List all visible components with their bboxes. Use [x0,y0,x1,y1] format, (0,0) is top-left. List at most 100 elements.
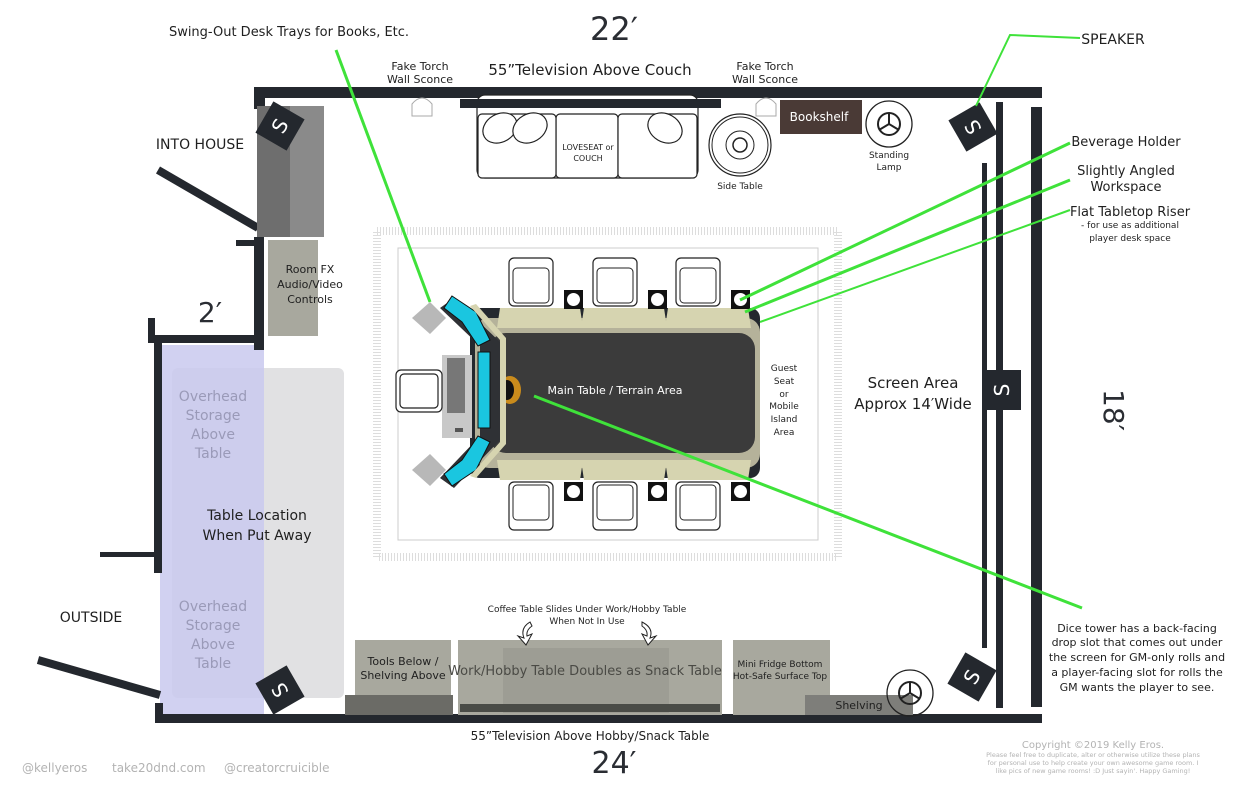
label-screen: Screen Area [868,374,959,392]
label-riser-3: player desk space [1089,234,1171,244]
couch[interactable] [476,94,699,179]
label-dice-4: a player-facing slot for rolls the [1051,666,1223,679]
label-angled-2: Workspace [1090,180,1161,195]
wall-alcove-vertical [254,237,264,350]
labels: Swing-Out Desk Trays for Books, Etc. 22′… [60,10,1225,781]
footer: @kellyeros take20dnd.com @creatorcruicib… [22,740,1201,775]
player-chair[interactable] [675,257,721,307]
arrow-down-left-icon [516,621,534,646]
label-guest-3: or [779,390,789,400]
label-overhead-bottom: Overhead [179,599,247,615]
label-speaker: SPEAKER [1081,32,1145,48]
beverage-holder[interactable] [648,482,667,501]
main-table[interactable] [470,308,760,480]
speaker-bottom-left[interactable]: S [255,665,305,715]
door-into-house[interactable] [155,166,261,232]
label-beverage: Beverage Holder [1071,135,1181,150]
label-guest-5: Island [771,415,798,425]
label-overhead-bottom-4: Table [194,656,231,672]
player-chair[interactable] [592,481,638,531]
label-bookshelf: Bookshelf [790,110,849,124]
label-guest-6: Area [774,428,795,438]
coffee-table-slot [503,648,669,713]
gm-monitor-center [477,351,491,429]
label-lamp: Standing [869,151,909,161]
arrow-down-right-icon [640,621,658,646]
footer-site-link[interactable]: take20dnd.com [112,761,206,775]
label-room-fx-3: Controls [287,293,333,306]
swing-out-tray-bottom[interactable] [412,454,446,486]
label-overhead-top-2: Storage [186,408,241,424]
speaker-screen[interactable]: S [983,370,1021,410]
tv-above-hobby [460,704,720,712]
label-fridge-2: Hot-Safe Surface Top [733,672,827,682]
label-overhead-bottom-3: Above [191,637,235,653]
label-into-house: INTO HOUSE [156,137,244,153]
footer-handle-creatorcruicible[interactable]: @creatorcruicible [224,761,329,775]
label-couch-2: COUCH [573,154,602,163]
shelving-bottom-right[interactable] [805,695,913,715]
label-guest-4: Mobile [769,402,799,412]
speaker-top-left[interactable]: S [255,101,305,151]
swing-out-tray-top[interactable] [412,302,446,334]
player-chair[interactable] [675,481,721,531]
label-riser: Flat Tabletop Riser [1070,205,1191,220]
standing-lamp-bottom[interactable] [886,669,934,717]
label-dice-3: the screen for GM-only rolls and [1049,651,1225,664]
label-main-table: Main Table / Terrain Area [548,384,683,397]
label-angled: Slightly Angled [1077,164,1175,179]
label-torch-left-2: Wall Sconce [387,73,453,86]
wall-alcove-end [148,318,155,342]
speaker-glyph: S [990,384,1014,397]
torch-sconce-left [411,97,433,117]
label-room-fx-2: Audio/Video [277,278,343,291]
wall-left-bottom [155,703,163,723]
label-outside: OUTSIDE [60,610,122,626]
label-room-fx: Room FX [286,263,335,276]
label-table-location-2: When Put Away [203,528,312,544]
label-overhead-top: Overhead [179,389,247,405]
label-shelving: Shelving [835,699,882,712]
label-torch-right-2: Wall Sconce [732,73,798,86]
player-chair[interactable] [508,257,554,307]
side-table[interactable] [708,113,772,177]
label-guest: Guest [771,364,798,374]
copyright: Copyright ©2019 Kelly Eros. [1022,740,1164,751]
label-tools-2: Shelving Above [360,669,446,682]
lamp-icon [732,137,748,153]
gm-station[interactable] [412,295,506,488]
speaker-top-right[interactable]: S [948,102,998,152]
beverage-holder[interactable] [731,482,750,501]
player-chair[interactable] [508,481,554,531]
player-chair[interactable] [592,257,638,307]
callout-beverage [739,141,1071,302]
label-dice-2: drop slot that comes out under [1052,636,1223,649]
label-hobby-table: Work/Hobby Table Doubles as Snack Table [448,664,722,679]
label-coffee-2: When Not In Use [549,617,625,627]
room-fx-controls[interactable] [268,240,318,336]
label-tv-bottom: 55”Television Above Hobby/Snack Table [471,729,710,743]
label-side-table: Side Table [717,182,763,192]
label-guest-2: Seat [774,377,795,387]
speaker-bottom-right[interactable]: S [947,652,997,702]
wall-right [1031,107,1042,707]
beverage-holder[interactable] [564,290,583,309]
beverage-holder[interactable] [648,290,667,309]
dimension-top: 22′ [590,10,638,48]
copyright-note-3: like pics of new game rooms! :D Just say… [996,767,1191,775]
torch-sconce-right [755,97,777,117]
label-fridge: Mini Fridge Bottom [738,660,823,670]
footer-handle-kellyeros[interactable]: @kellyeros [22,761,87,775]
wall-bottom [155,714,1042,723]
standing-lamp[interactable] [865,100,913,148]
wall-alcove-stub [236,240,262,246]
gm-chair[interactable] [395,369,443,413]
label-tv-top: 55”Television Above Couch [488,61,691,79]
callout-riser [759,209,1071,323]
bookshelf[interactable] [780,100,862,134]
door-outside[interactable] [36,656,162,699]
beverage-holder[interactable] [564,482,583,501]
label-couch: LOVESEAT or [562,143,614,152]
tools-shelving-base [345,695,453,715]
wall-alcove-bottom [148,335,264,343]
